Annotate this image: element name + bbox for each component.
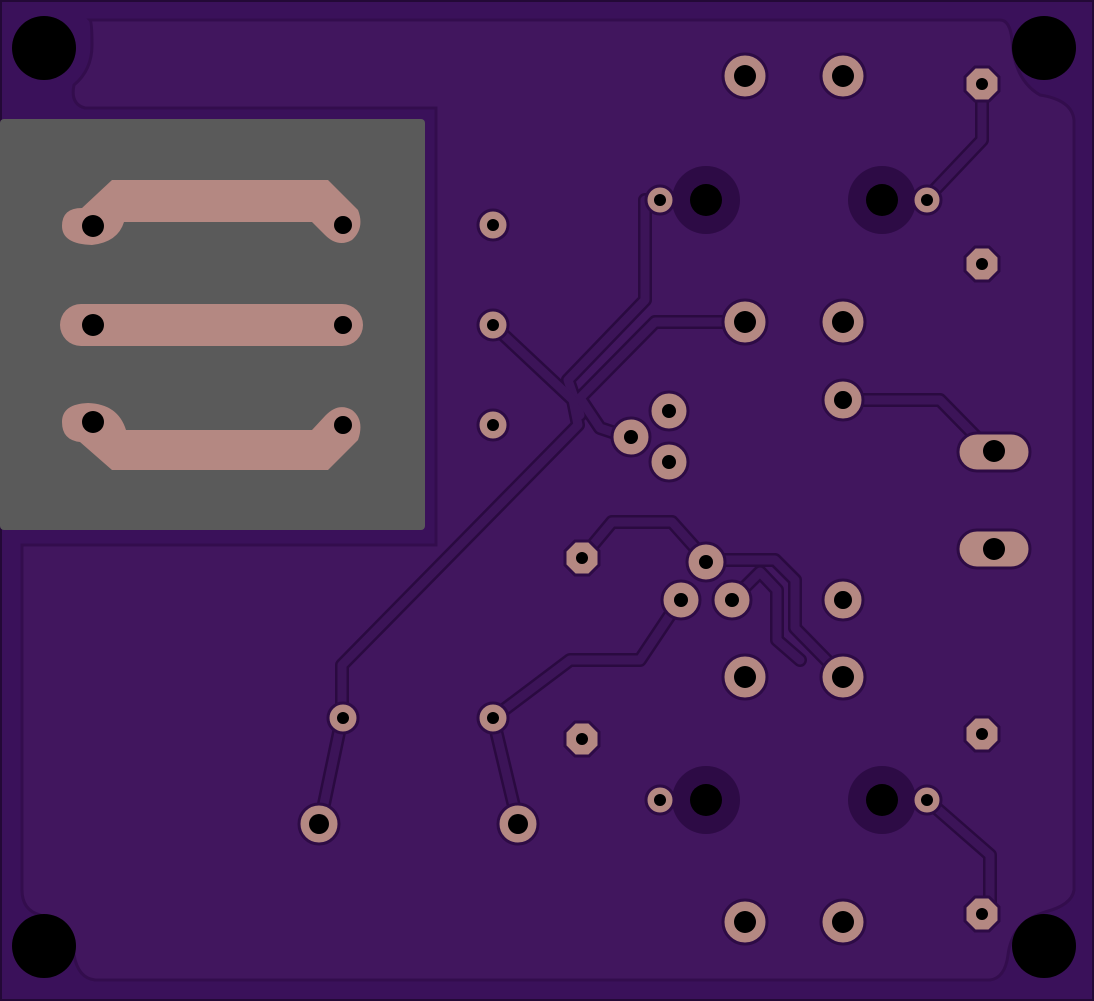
mounting-hole [12,16,76,80]
mounting-hole [1012,16,1076,80]
drill-hole [976,78,988,90]
drill-hole [866,784,898,816]
traces [315,79,995,919]
trace [577,517,711,565]
copper-strip-bottom [62,403,361,470]
drill-hole [654,794,666,806]
trace [727,567,805,665]
strip-drills [82,215,352,434]
drill-hole [690,184,722,216]
trace [575,317,750,443]
drill-hole [866,184,898,216]
drill-hole [624,430,638,444]
drill-hole [976,258,988,270]
drill-hole [976,728,988,740]
trace [701,555,848,682]
drill-hole [487,419,499,431]
copper-strip-top [62,180,361,245]
mounting-holes [12,16,1076,978]
drill-hole [82,411,104,433]
drill-hole [654,194,666,206]
drill-hole [832,911,854,933]
copper-strip-middle [60,304,363,346]
drill-hole [487,219,499,231]
copper-strips [60,180,363,470]
mounting-hole [1012,914,1076,978]
drill-hole [576,552,588,564]
drill-hole [834,591,852,609]
medium-round-pads [610,378,865,622]
drill-hole [82,314,104,336]
drill-hole [334,216,352,234]
drill-hole [983,538,1005,560]
drill-hole [508,814,528,834]
drill-hole [334,416,352,434]
drill-hole [487,712,499,724]
medium-round-drills [624,391,852,609]
drill-hole [337,712,349,724]
drill-hole [309,814,329,834]
mounting-hole [12,914,76,978]
drill-hole [832,65,854,87]
large-holes [672,166,916,834]
ground-pour [20,18,1076,982]
large-round-drills [309,65,854,933]
drill-hole [662,455,676,469]
drill-hole [921,194,933,206]
drill-hole [834,391,852,409]
drill-hole [832,666,854,688]
drill-hole [734,911,756,933]
drill-hole [725,593,739,607]
drill-hole [674,593,688,607]
drill-hole [734,311,756,333]
drill-hole [487,319,499,331]
oval-pads [956,431,1032,570]
drill-hole [983,440,1005,462]
small-round-drills [337,194,933,806]
octagon-drills [576,78,988,920]
trace [922,795,995,919]
drill-hole [662,404,676,418]
drill-hole [976,908,988,920]
drill-hole [576,733,588,745]
trace [488,595,685,723]
drill-hole [82,215,104,237]
drill-hole [734,666,756,688]
trace [922,79,987,203]
drill-hole [734,65,756,87]
drill-hole [921,794,933,806]
drill-hole [690,784,722,816]
drill-hole [334,316,352,334]
drill-hole [832,311,854,333]
trace [315,320,583,828]
drill-hole [699,555,713,569]
